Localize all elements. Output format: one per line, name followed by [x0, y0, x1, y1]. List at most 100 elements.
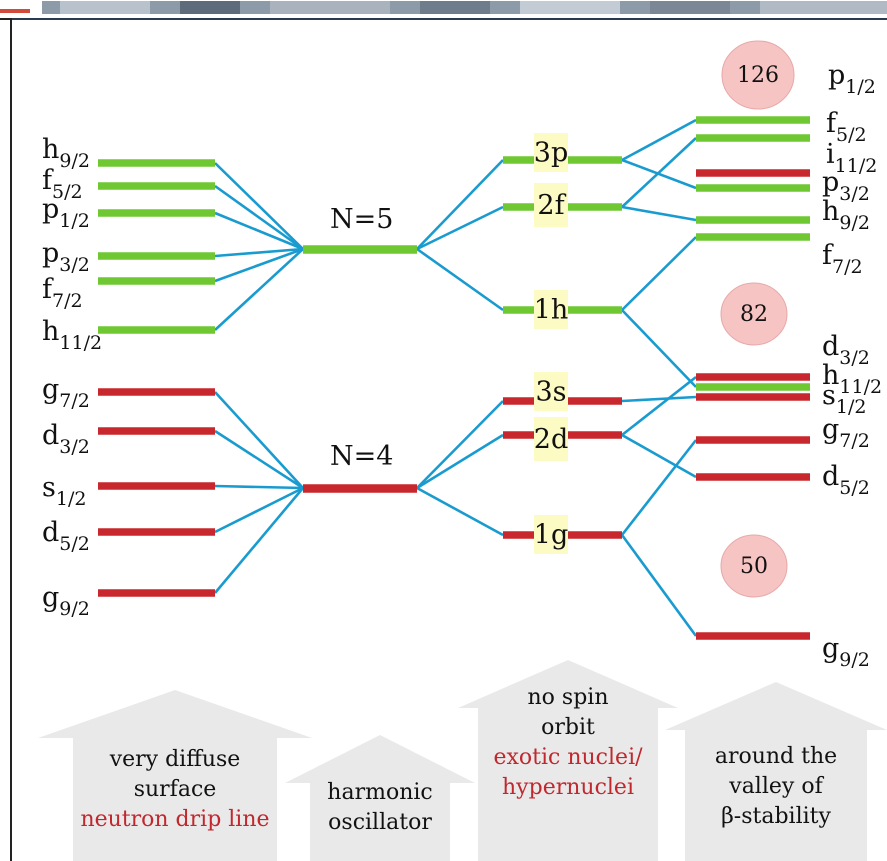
magic-number-circle	[720, 534, 788, 598]
left-orbital-label: p3/2	[42, 238, 90, 276]
shell-bar	[303, 484, 417, 493]
ho-label-box	[534, 417, 568, 461]
left-orbital-label: f5/2	[42, 165, 83, 203]
right-level-bar	[696, 169, 810, 177]
connector-left	[214, 211, 304, 251]
category-arrow	[38, 690, 312, 861]
left-orbital-label: h11/2	[42, 316, 102, 354]
ho-level-label: 1g	[534, 520, 568, 551]
magic-number-label: 50	[740, 554, 768, 579]
ho-level-bar	[503, 306, 534, 314]
ho-level-bar	[568, 203, 622, 211]
left-level-bar	[98, 528, 215, 536]
header-photo-image	[0, 1, 887, 14]
connection-lines	[214, 118, 698, 637]
connector-left	[214, 247, 304, 258]
ho-level-bar	[568, 397, 622, 405]
level-bars	[98, 116, 810, 640]
right-level-bar	[696, 393, 810, 401]
connector-ho-right	[621, 309, 697, 388]
left-orbital-label: d3/2	[42, 420, 90, 458]
ho-level-bar	[503, 531, 534, 539]
arrow-caption-line: β-stability	[721, 804, 831, 829]
shell-label: N=4	[330, 441, 393, 472]
ho-label-box	[534, 290, 568, 329]
connector-shell-ho	[416, 205, 504, 251]
left-orbital-label: g9/2	[42, 582, 90, 620]
level-labels: 3p2f1h3s2d1gN=5N=4h9/2f5/2p1/2p3/2f7/2h1…	[42, 60, 882, 671]
connector-ho-right	[621, 395, 697, 403]
arrow-caption-highlight: neutron drip line	[80, 807, 270, 832]
connector-ho-right	[621, 375, 697, 437]
left-level-bar	[98, 182, 215, 190]
arrow-caption-highlight: hypernuclei	[502, 775, 634, 800]
connector-ho-right	[621, 433, 697, 479]
left-level-bar	[98, 482, 215, 490]
left-orbital-label: g7/2	[42, 374, 90, 412]
right-orbital-label: p3/2	[822, 167, 870, 205]
right-orbital-label: g9/2	[822, 633, 870, 671]
ho-label-box	[534, 133, 568, 172]
right-orbital-label: d5/2	[822, 461, 870, 499]
right-level-bar	[696, 116, 810, 124]
connector-ho-right	[621, 236, 697, 311]
left-level-bar	[98, 277, 215, 285]
shell-bar	[303, 245, 417, 254]
right-level-bar	[696, 632, 810, 640]
connector-ho-right	[621, 205, 697, 222]
frame-top-border	[12, 18, 887, 20]
ho-level-label: 3s	[535, 377, 566, 408]
header-photo-strip	[0, 0, 887, 14]
connector-ho-right	[621, 137, 697, 208]
left-level-bar	[98, 427, 215, 435]
right-orbital-label: f5/2	[826, 108, 867, 146]
frame-left-border	[0, 18, 12, 861]
connector-ho-right	[620, 534, 698, 637]
connector-shell-ho	[416, 486, 504, 537]
ho-label-box	[534, 183, 568, 227]
category-arrow	[285, 735, 475, 861]
category-arrows	[38, 660, 887, 861]
ho-level-label: 1h	[534, 295, 569, 326]
connector-left	[214, 429, 304, 490]
right-level-bar	[696, 436, 810, 444]
arrow-caption-line: surface	[133, 777, 217, 802]
right-level-bar	[696, 184, 810, 192]
right-level-bar	[696, 216, 810, 224]
connector-shell-ho	[416, 159, 504, 250]
ho-level-bar	[568, 431, 622, 439]
right-orbital-label: i11/2	[826, 139, 877, 177]
left-orbital-label: p1/2	[42, 194, 90, 232]
left-level-bar	[98, 326, 215, 334]
ho-level-bar	[503, 397, 534, 405]
connector-ho-right	[620, 439, 698, 536]
left-level-bar	[98, 252, 215, 260]
arrow-caption-highlight: exotic nuclei/	[493, 745, 643, 770]
connector-left	[214, 184, 304, 251]
arrow-caption-line: around the	[714, 744, 838, 769]
category-arrow	[458, 660, 678, 861]
magic-number-label: 126	[737, 63, 779, 88]
magic-number-circle	[721, 40, 795, 110]
ho-level-bar	[503, 203, 534, 211]
connector-left	[214, 487, 304, 594]
connector-left	[214, 162, 304, 250]
right-orbital-label: s1/2	[822, 380, 866, 418]
ho-level-bar	[568, 531, 622, 539]
left-orbital-label: f7/2	[42, 274, 83, 312]
shell-label: N=5	[330, 204, 393, 235]
ho-label-box	[534, 515, 568, 554]
arrow-caption-line: oscillator	[328, 810, 432, 835]
right-orbital-label: h11/2	[822, 360, 882, 398]
right-orbital-label: d3/2	[822, 331, 870, 369]
left-level-bar	[98, 159, 215, 167]
left-orbital-label: h9/2	[42, 134, 90, 172]
right-level-bar	[696, 373, 810, 381]
right-orbital-label: p1/2	[828, 60, 876, 98]
left-level-bar	[98, 589, 215, 597]
